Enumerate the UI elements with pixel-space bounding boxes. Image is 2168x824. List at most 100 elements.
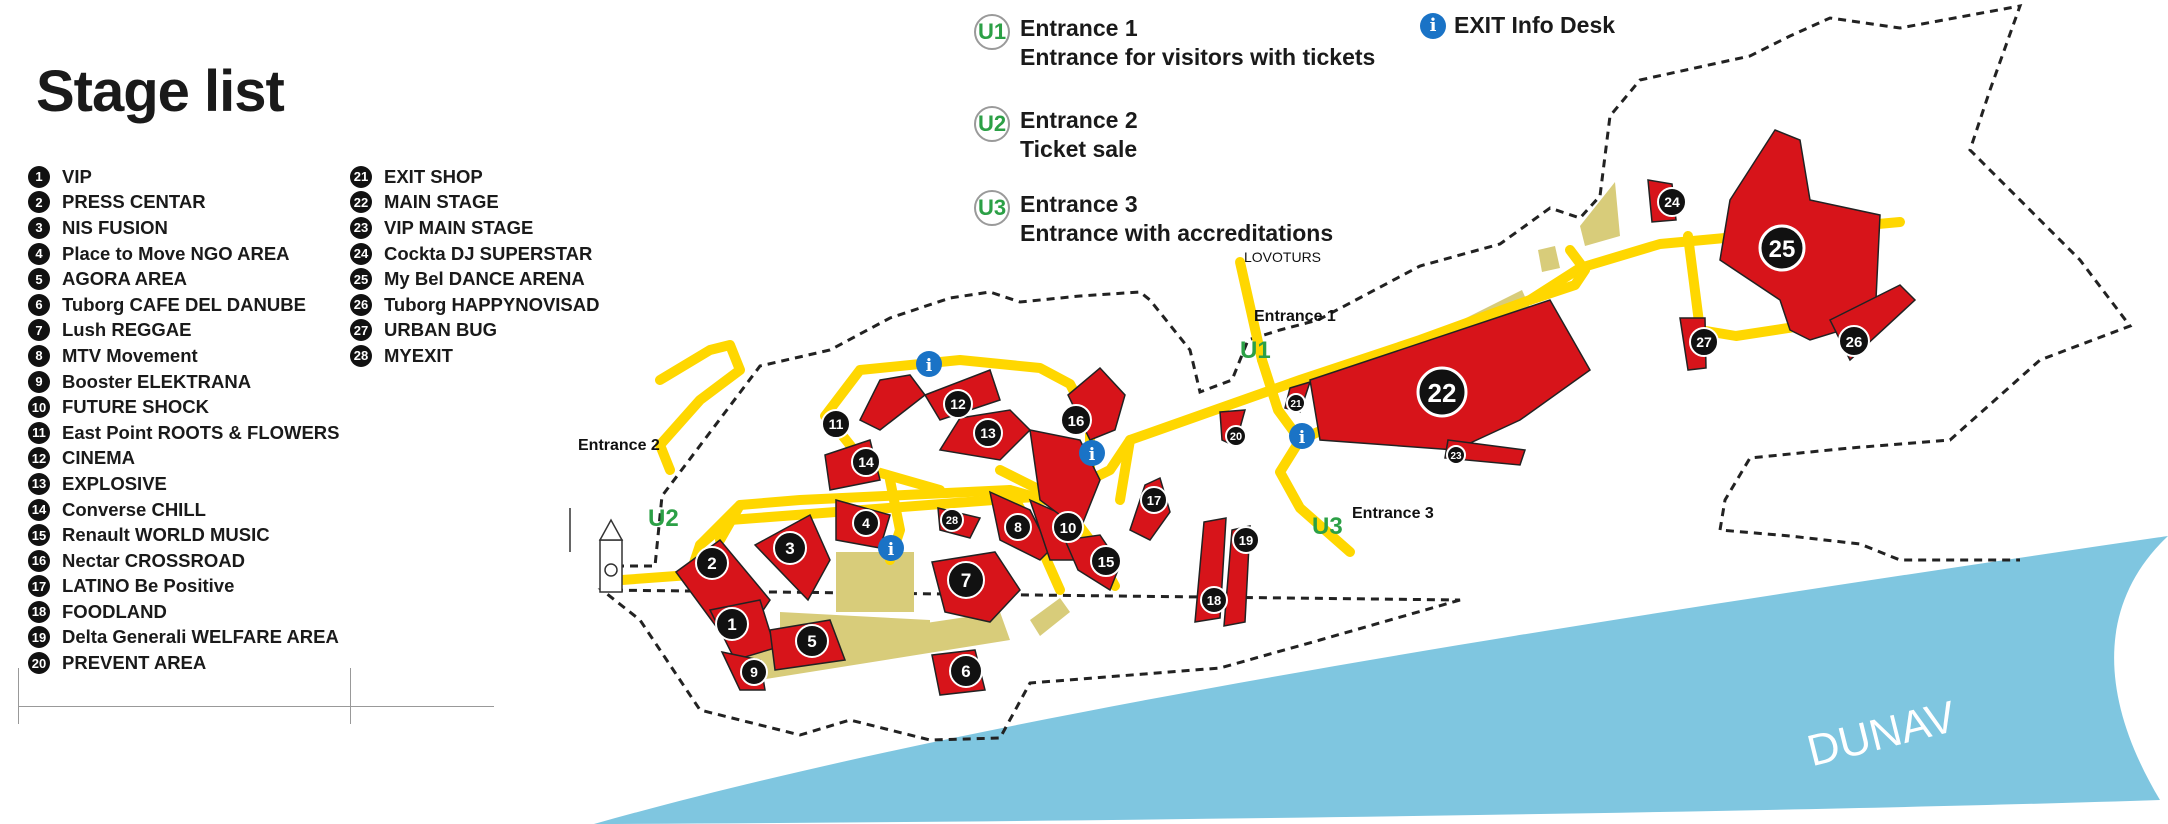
stage-marker-17: 17 <box>1140 486 1168 514</box>
svg-text:3: 3 <box>785 539 794 558</box>
stage-marker-27: 27 <box>1689 327 1719 357</box>
stage-name: MTV Movement <box>62 344 198 366</box>
stage-marker-26: 26 <box>1838 325 1870 357</box>
stage-name: LATINO Be Positive <box>62 575 235 597</box>
stage-number-badge: 12 <box>28 447 50 470</box>
legend-title: Entrance 2 <box>1020 107 1138 133</box>
info-desk-label: EXIT Info Desk <box>1454 12 1616 38</box>
svg-text:15: 15 <box>1098 554 1115 571</box>
svg-text:19: 19 <box>1239 533 1253 548</box>
stage-name: VIP MAIN STAGE <box>384 216 534 238</box>
divider <box>18 668 19 724</box>
stage-number-badge: 14 <box>28 498 50 521</box>
svg-text:17: 17 <box>1147 493 1161 508</box>
stage-number-badge: 2 <box>28 191 50 214</box>
stage-marker-16: 16 <box>1060 404 1092 436</box>
svg-text:6: 6 <box>961 662 970 681</box>
stage-name: CINEMA <box>62 447 135 469</box>
svg-text:18: 18 <box>1207 593 1221 608</box>
stage-marker-7: 7 <box>947 561 985 599</box>
stage-marker-18: 18 <box>1200 586 1228 614</box>
svg-text:20: 20 <box>1230 431 1242 443</box>
stage-name: Nectar CROSSROAD <box>62 549 245 571</box>
stage-marker-12: 12 <box>943 389 973 419</box>
stage-number-badge: 28 <box>350 344 372 367</box>
stage-name: AGORA AREA <box>62 268 188 290</box>
map-labels: Entrance 2 Entrance 1 Entrance 3 LOVOTUR… <box>578 249 1434 540</box>
stage-number-badge: 1 <box>28 165 50 188</box>
stage-name: Lush REGGAE <box>62 319 192 341</box>
stage-number-badge: 19 <box>28 626 50 649</box>
legend-desc: Entrance with accreditations <box>1020 220 1334 246</box>
info-icon: i <box>1079 440 1105 466</box>
stage-name: Place to Move NGO AREA <box>62 242 290 264</box>
stage-number-badge: 4 <box>28 242 50 265</box>
stage-name: Delta Generali WELFARE AREA <box>62 626 339 648</box>
stage-marker-11: 11 <box>821 409 851 439</box>
stage-marker-23: 23 <box>1446 445 1466 465</box>
stage-marker-19: 19 <box>1232 526 1260 554</box>
svg-text:14: 14 <box>858 454 874 470</box>
stage-number-badge: 26 <box>350 293 372 316</box>
svg-text:1: 1 <box>727 615 736 634</box>
stage-marker-8: 8 <box>1004 513 1032 541</box>
stage-name: NIS FUSION <box>62 216 168 238</box>
stage-item: 4 Place to Move NGO AREA <box>28 241 340 267</box>
stage-name: URBAN BUG <box>384 319 498 341</box>
stage-marker-3: 3 <box>773 531 807 565</box>
svg-text:9: 9 <box>750 664 758 680</box>
page-title: Stage list <box>36 59 285 124</box>
stage-number-badge: 17 <box>28 575 50 598</box>
stage-number-badge: 21 <box>350 165 372 188</box>
stage-number-badge: 6 <box>28 293 50 316</box>
entrance-u3-icon: U3 <box>974 190 1010 226</box>
svg-text:10: 10 <box>1060 520 1077 537</box>
stage-name: FUTURE SHOCK <box>62 396 209 418</box>
stage-number-badge: 7 <box>28 319 50 342</box>
stage-marker-1: 1 <box>715 607 749 641</box>
stage-number-badge: 25 <box>350 268 372 291</box>
stage-number-badge: 20 <box>28 652 50 675</box>
stage-marker-13: 13 <box>973 418 1003 448</box>
stage-marker-5: 5 <box>795 624 829 658</box>
stage-name: PRESS CENTAR <box>62 191 206 213</box>
stage-item: 2 PRESS CENTAR <box>28 190 340 216</box>
stage-number-badge: 13 <box>28 472 50 495</box>
stage-number-badge: 8 <box>28 344 50 367</box>
stage-marker-9: 9 <box>740 658 768 686</box>
entrance-u1-icon: U1 <box>974 14 1010 50</box>
stage-name: FOODLAND <box>62 600 167 622</box>
stage-marker-6: 6 <box>949 654 983 688</box>
stage-marker-25: 25 <box>1758 224 1806 272</box>
stage-name: MYEXIT <box>384 344 453 366</box>
svg-text:i: i <box>1089 445 1096 465</box>
svg-text:23: 23 <box>1450 451 1462 462</box>
stage-marker-22: 22 <box>1416 366 1468 418</box>
svg-text:7: 7 <box>961 571 972 592</box>
svg-text:11: 11 <box>829 416 844 432</box>
divider <box>18 706 494 707</box>
svg-text:26: 26 <box>1846 334 1863 351</box>
legend-title: Entrance 1 <box>1020 15 1138 41</box>
stage-number-badge: 11 <box>28 421 50 444</box>
svg-text:16: 16 <box>1068 413 1085 430</box>
u2-marker: U2 <box>648 505 679 532</box>
stage-name: MAIN STAGE <box>384 191 499 213</box>
svg-text:13: 13 <box>980 425 996 441</box>
clock-tower-icon <box>569 508 624 593</box>
